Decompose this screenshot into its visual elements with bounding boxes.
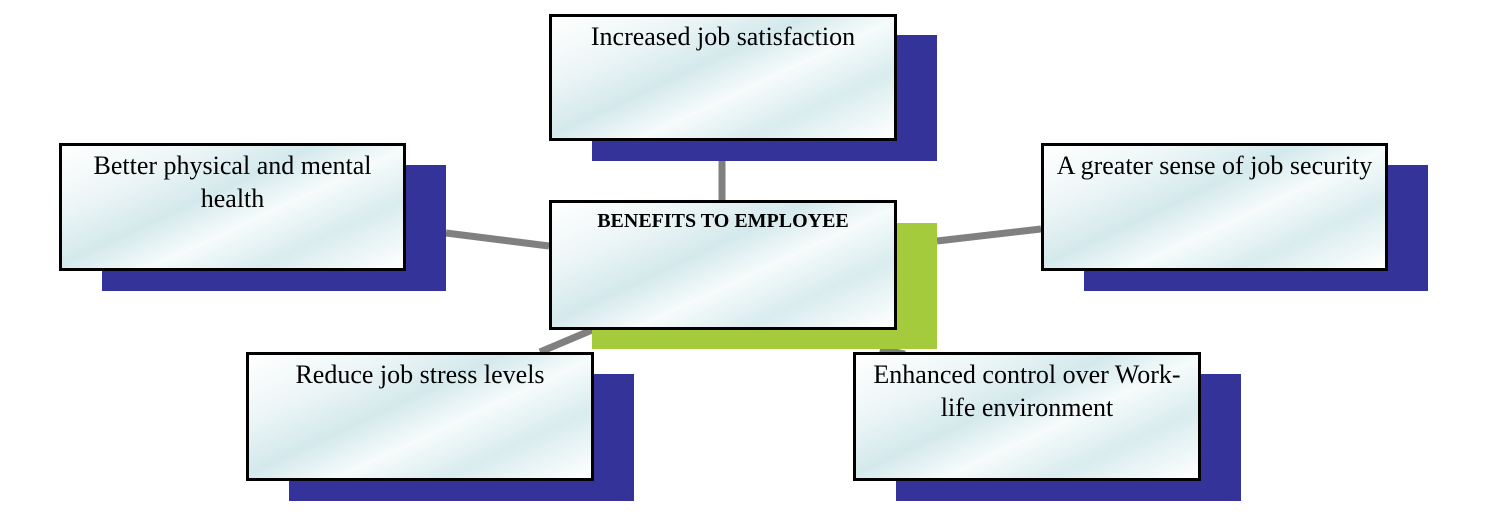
- node-label: Reduce job stress levels: [295, 360, 545, 389]
- connector-right: [936, 225, 1042, 245]
- node-enhanced-control: Enhanced control over Work-life environm…: [853, 352, 1201, 481]
- node-job-security: A greater sense of job security: [1041, 143, 1388, 271]
- node-label: BENEFITS TO EMPLOYEE: [597, 210, 849, 232]
- node-better-health: Better physical and mental health: [59, 143, 406, 271]
- node-label: A greater sense of job security: [1056, 151, 1373, 180]
- node-increased-job-satisfaction: Increased job satisfaction: [549, 14, 897, 141]
- connector-bottom-left: [538, 326, 594, 356]
- connector-left: [445, 229, 550, 250]
- node-label: Increased job satisfaction: [590, 22, 856, 51]
- node-label: Better physical and mental health: [93, 151, 372, 213]
- node-label: Enhanced control over Work-life environm…: [873, 360, 1181, 422]
- node-benefits-to-employee: BENEFITS TO EMPLOYEE: [549, 200, 897, 330]
- node-reduce-job-stress: Reduce job stress levels: [246, 352, 594, 481]
